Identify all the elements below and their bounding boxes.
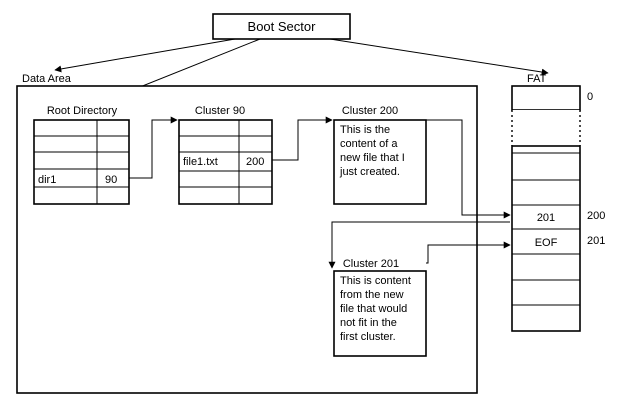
cluster-200-line-4: just created.	[339, 166, 400, 178]
cluster-200-line-1: This is the	[340, 124, 390, 136]
fat-entry-200-index: 200	[587, 210, 605, 222]
cluster-90: Cluster 90 file1.txt 200	[178, 105, 273, 205]
arrow-root-to-cluster-90	[129, 116, 178, 179]
fat-top-index: 0	[587, 91, 593, 103]
cluster-201-label: Cluster 201	[343, 258, 399, 270]
data-area-label: Data Area	[22, 73, 72, 85]
fat-table: FAT 0 201 200 EOF 201	[511, 73, 606, 332]
cluster-201: Cluster 201 This is content from the new…	[333, 258, 427, 357]
fat-label: FAT	[527, 73, 547, 85]
cluster-90-label: Cluster 90	[195, 105, 245, 117]
cluster-200-label: Cluster 200	[342, 105, 398, 117]
arrow-to-data-area	[54, 38, 236, 73]
arrow-cluster-200-to-fat-200	[426, 119, 511, 219]
arrow-cluster-201-to-fat-201	[426, 241, 511, 264]
pointer-arrows	[129, 116, 511, 269]
fat-entry-200-value: 201	[537, 212, 555, 224]
root-entry-cluster: 90	[105, 174, 117, 186]
cluster-201-line-2: from the new	[340, 289, 404, 301]
root-directory-label: Root Directory	[47, 105, 118, 117]
boot-sector-label: Boot Sector	[248, 19, 317, 34]
cluster-90-entry-cluster: 200	[246, 156, 264, 168]
boot-sector: Boot Sector	[212, 13, 351, 40]
cluster-90-entry-name: file1.txt	[183, 156, 218, 168]
cluster-201-line-3: file that would	[340, 303, 407, 315]
cluster-200: Cluster 200 This is the content of a new…	[333, 105, 427, 205]
cluster-201-line-4: not fit in the	[340, 317, 397, 329]
cluster-201-line-5: first cluster.	[340, 331, 396, 343]
cluster-200-line-2: content of a	[340, 138, 398, 150]
arrow-to-fat	[329, 38, 549, 76]
cluster-200-line-3: new file that I	[340, 152, 405, 164]
root-entry-name: dir1	[38, 174, 56, 186]
cluster-201-line-1: This is content	[340, 275, 411, 287]
arrow-fat-200-to-cluster-201	[328, 221, 510, 269]
fat-entry-200: 201 200	[537, 210, 606, 224]
fat-entry-201-index: 201	[587, 235, 605, 247]
root-directory: Root Directory dir1 90	[33, 105, 130, 205]
fat-entry-201-value: EOF	[535, 237, 558, 249]
fat-entry-201: EOF 201	[535, 235, 606, 249]
arrow-cluster-90-to-cluster-200	[272, 116, 333, 161]
